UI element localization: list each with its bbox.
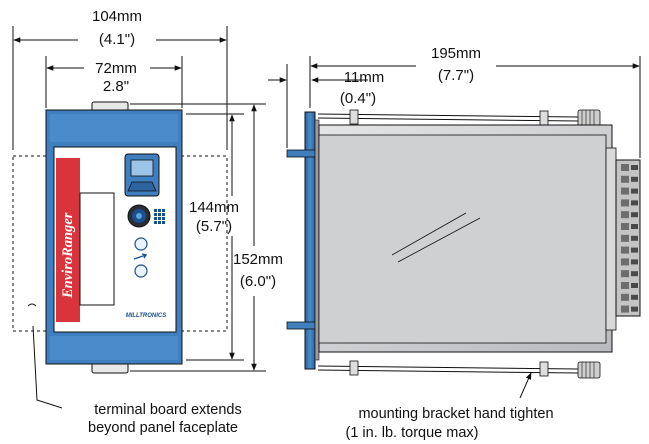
dim-72mm-label: 72mm bbox=[95, 60, 137, 77]
terminal-slot bbox=[631, 306, 638, 312]
dim-104mm-label: 104mm bbox=[92, 8, 142, 25]
terminal-slot bbox=[631, 271, 638, 277]
terminal-screw bbox=[621, 175, 629, 183]
dim-195mm-label: 195mm bbox=[431, 45, 481, 62]
terminal-block bbox=[615, 159, 641, 317]
dim-195mm-inch-label: (7.7") bbox=[438, 67, 474, 84]
bracket-note-line1: mounting bracket hand tighten bbox=[358, 406, 553, 422]
comm-arrow-icon bbox=[133, 253, 148, 260]
terminal-slot bbox=[631, 259, 638, 265]
terminal-screw bbox=[621, 246, 629, 254]
dim-152mm-inch-label: (6.0") bbox=[240, 273, 276, 290]
terminal-slot bbox=[631, 188, 638, 194]
bracket-leader-line bbox=[519, 372, 532, 399]
display-window bbox=[79, 192, 115, 306]
keypad-grid-icon bbox=[154, 209, 165, 224]
top-bracket bbox=[317, 109, 601, 127]
terminal-slot bbox=[631, 212, 638, 218]
terminal-screw bbox=[621, 164, 629, 171]
terminal-slot bbox=[631, 224, 638, 229]
keypad-knob-icon bbox=[127, 204, 151, 228]
terminal-note-line1: terminal board extends bbox=[94, 402, 242, 418]
terminal-slot bbox=[631, 235, 638, 241]
dim-11mm-inch-label: (0.4") bbox=[340, 90, 376, 107]
front-view: EnviroRanger MILLTRONICS bbox=[12, 8, 283, 436]
brand-label: EnviroRanger bbox=[60, 212, 76, 299]
bottom-bracket-knob bbox=[577, 361, 601, 379]
terminal-screw bbox=[621, 282, 629, 289]
terminal-screw bbox=[621, 234, 629, 242]
bottom-bracket bbox=[317, 360, 601, 379]
side-view: 195mm (7.7") 11mm (0.4") mounting bracke… bbox=[268, 45, 641, 441]
logo-label: MILLTRONICS bbox=[126, 313, 167, 319]
terminal-screw bbox=[621, 199, 629, 207]
dim-11mm-label: 11mm bbox=[344, 69, 385, 86]
dim-152mm-label: 152mm bbox=[233, 251, 283, 268]
terminal-screw bbox=[621, 187, 629, 195]
terminal-slot bbox=[631, 294, 638, 300]
dim-104mm-inch-label: (4.1") bbox=[99, 31, 135, 48]
terminal-screw bbox=[621, 293, 629, 301]
terminal-slot bbox=[631, 247, 638, 253]
terminal-slot bbox=[631, 176, 638, 182]
terminal-slot bbox=[631, 283, 638, 288]
dim-72mm-inch-label: 2.8" bbox=[103, 78, 129, 95]
terminal-slot bbox=[631, 200, 638, 206]
terminal-screw bbox=[621, 258, 629, 266]
dim-144mm-label: 144mm bbox=[189, 199, 239, 216]
indicator-led-bottom bbox=[134, 264, 148, 278]
terminal-leader-line bbox=[32, 325, 63, 409]
terminal-screw bbox=[621, 223, 629, 230]
top-bracket-knob bbox=[577, 109, 601, 127]
terminal-screw bbox=[621, 270, 629, 278]
terminal-screw bbox=[621, 305, 629, 313]
terminal-board-outline bbox=[12, 155, 228, 332]
glare-line-2 bbox=[397, 217, 481, 263]
indicator-led-top bbox=[134, 237, 148, 251]
ir-port-icon bbox=[124, 153, 160, 197]
terminal-screw bbox=[621, 211, 629, 219]
glare-line-1 bbox=[391, 212, 467, 256]
dim-144mm-inch-label: (5.7") bbox=[196, 218, 232, 235]
bracket-note-line2: (1 in. lb. torque max) bbox=[346, 425, 479, 441]
terminal-slot bbox=[631, 165, 638, 170]
terminal-note-line2: beyond panel faceplate bbox=[88, 420, 238, 436]
